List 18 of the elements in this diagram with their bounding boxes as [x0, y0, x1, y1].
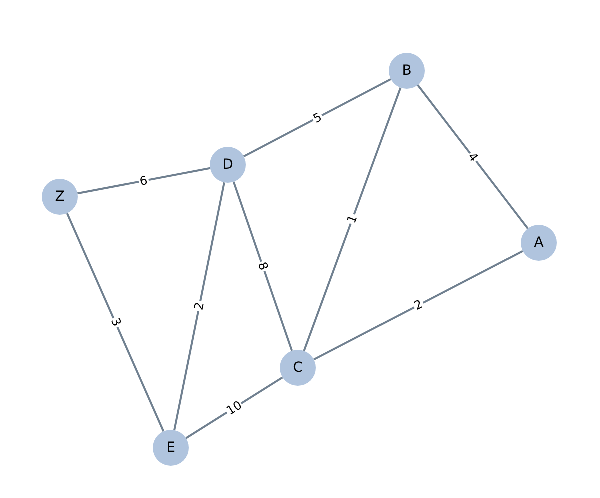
- edge-line: [314, 250, 524, 361]
- graph-node: Z: [42, 179, 78, 215]
- edge-line: [232, 182, 294, 352]
- graph-node: B: [389, 53, 425, 89]
- edge-line: [78, 167, 210, 195]
- edge-line: [186, 376, 284, 440]
- edge-label: 5: [310, 110, 325, 126]
- graph-node: D: [210, 147, 246, 183]
- graph-node: E: [153, 430, 189, 466]
- edge-line: [417, 84, 529, 230]
- graph-node: C: [280, 350, 316, 386]
- edge-line: [66, 213, 165, 432]
- edge-label: 6: [138, 174, 150, 188]
- graph-node: A: [521, 225, 557, 261]
- edge-line: [303, 88, 402, 352]
- edge-line: [243, 78, 392, 158]
- edge-label: 2: [192, 300, 207, 312]
- edge-line: [174, 182, 226, 431]
